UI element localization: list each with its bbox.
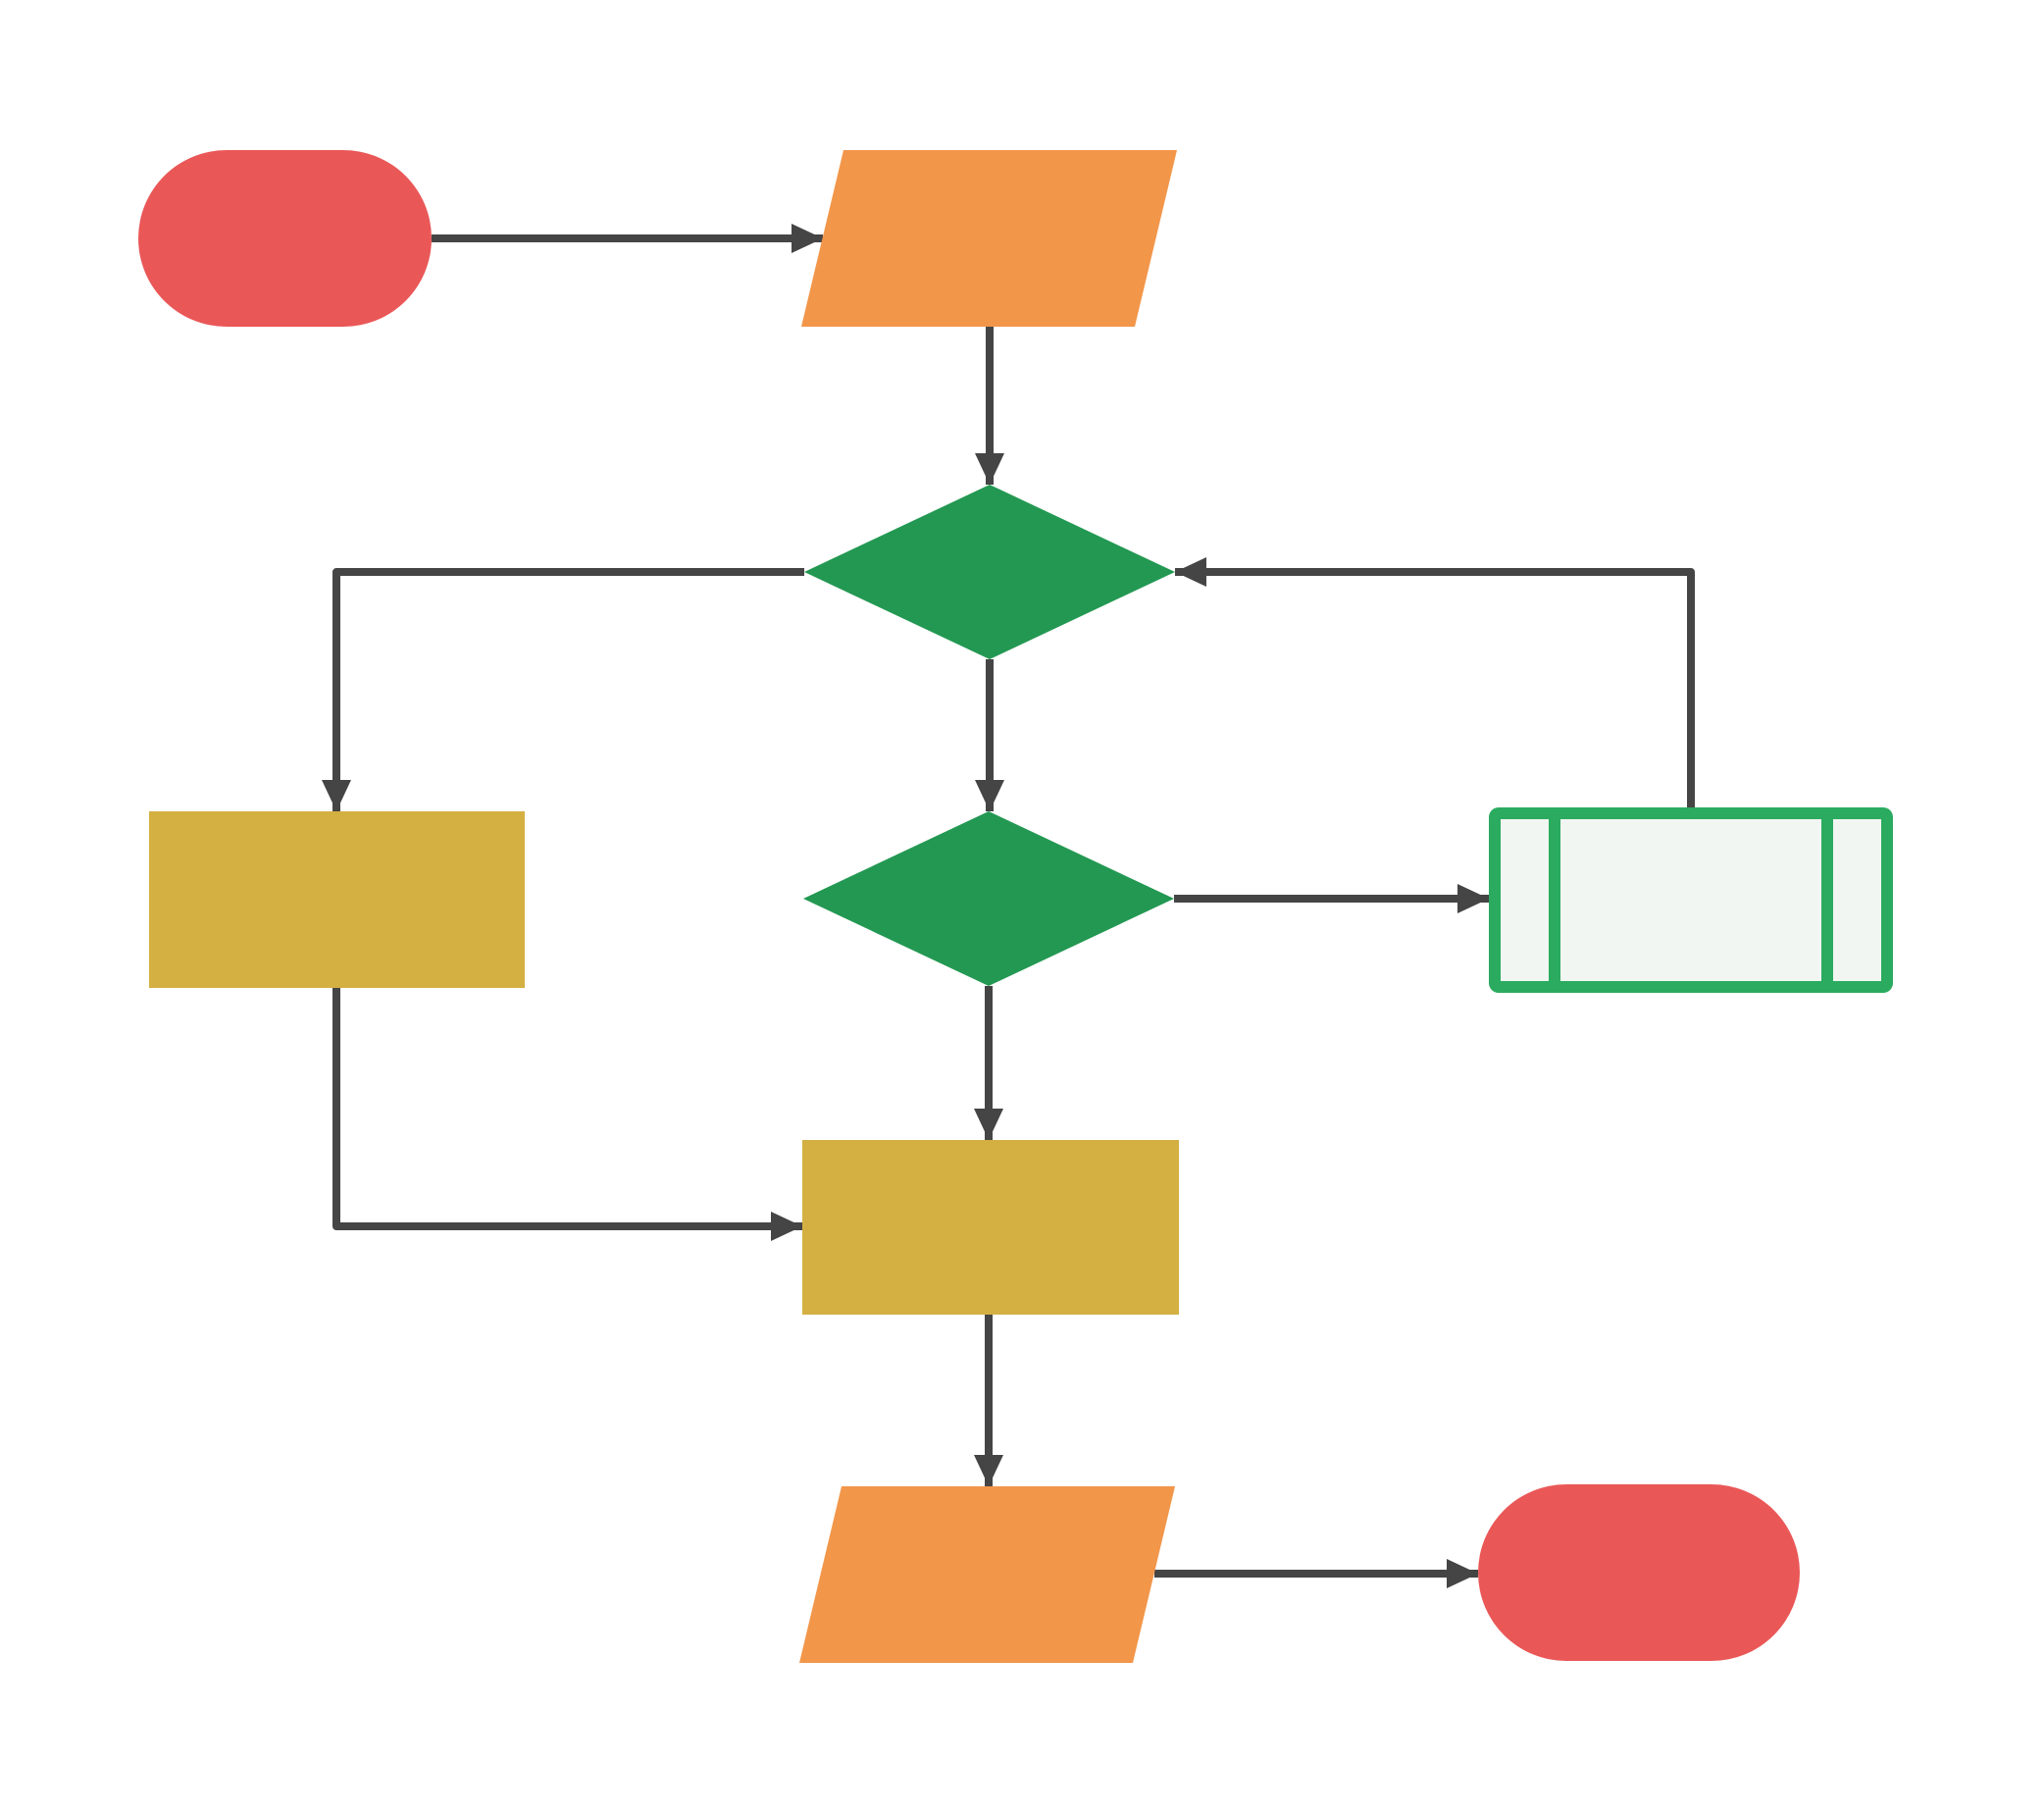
- io-input-shape: [801, 150, 1177, 327]
- connector-predefined-to-decision-1: [1175, 557, 1695, 807]
- connector-decision-1-to-process-1: [322, 568, 804, 811]
- process-1-shape: [149, 811, 525, 988]
- io-output-shape: [799, 1486, 1175, 1663]
- predefined-process-body: [1501, 819, 1881, 981]
- predefined-process-shape: [1489, 807, 1893, 993]
- process-2-shape: [802, 1140, 1179, 1315]
- decision-2-shape: [803, 811, 1174, 986]
- terminator-start-shape: [138, 150, 432, 327]
- predefined-process-right-bar: [1821, 819, 1833, 981]
- terminator-end-shape: [1478, 1484, 1800, 1661]
- predefined-process-left-bar: [1549, 819, 1560, 981]
- connector-process-1-to-process-2: [332, 988, 802, 1241]
- decision-1-shape: [804, 485, 1175, 659]
